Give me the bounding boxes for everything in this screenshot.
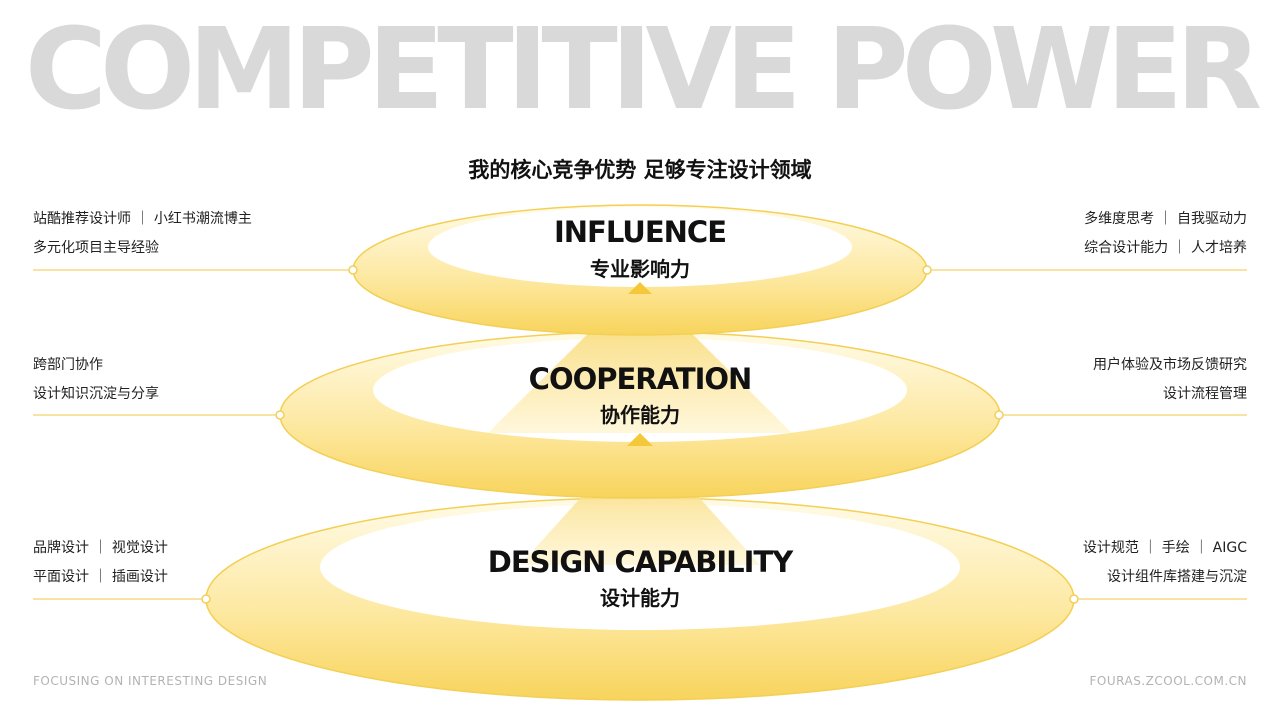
note-line: 综合设计能力 ｜ 人才培养 bbox=[1084, 240, 1247, 256]
note-line: 设计规范 ｜ 手绘 ｜ AIGC bbox=[1082, 540, 1247, 556]
level-subtitle-cooperation: 协作能力 bbox=[600, 403, 680, 427]
cooperation-right-notes: 用户体验及市场反馈研究 设计流程管理 bbox=[1093, 351, 1247, 409]
note-line: 平面设计 ｜ 插画设计 bbox=[33, 569, 168, 585]
connector-dot bbox=[1069, 594, 1079, 604]
level-title-influence: INFLUENCE bbox=[553, 215, 727, 249]
design-capability-left-notes: 品牌设计 ｜ 视觉设计 平面设计 ｜ 插画设计 bbox=[33, 534, 168, 592]
connector-dot bbox=[348, 265, 358, 275]
connector-dot bbox=[994, 410, 1004, 420]
note-line: 设计流程管理 bbox=[1163, 386, 1247, 402]
pyramid-segment-2 bbox=[488, 282, 792, 433]
note-line: 跨部门协作 bbox=[33, 357, 103, 373]
note-line: 设计知识沉淀与分享 bbox=[33, 386, 159, 402]
level-subtitle-design-capability: 设计能力 bbox=[600, 586, 680, 610]
ring-influence-inner bbox=[428, 207, 852, 287]
connector-dot bbox=[922, 265, 932, 275]
note-line: 多元化项目主导经验 bbox=[33, 240, 159, 256]
design-capability-right-notes: 设计规范 ｜ 手绘 ｜ AIGC 设计组件库搭建与沉淀 bbox=[1083, 534, 1247, 592]
note-line: 站酷推荐设计师 ｜ 小红书潮流博主 bbox=[33, 211, 252, 227]
connector-dot bbox=[275, 410, 285, 420]
note-line: 设计组件库搭建与沉淀 bbox=[1107, 569, 1247, 585]
level-title-design-capability: DESIGN CAPABILITY bbox=[487, 545, 793, 579]
influence-left-notes: 站酷推荐设计师 ｜ 小红书潮流博主 多元化项目主导经验 bbox=[33, 205, 252, 263]
footer-tagline: FOCUSING ON INTERESTING DESIGN bbox=[33, 674, 268, 688]
page-subtitle: 我的核心竞争优势 足够专注设计领域 bbox=[468, 158, 812, 182]
note-line: 用户体验及市场反馈研究 bbox=[1093, 357, 1247, 373]
background-title: COMPETITIVE POWER bbox=[24, 5, 1262, 135]
level-title-cooperation: COOPERATION bbox=[528, 362, 753, 396]
influence-right-notes: 多维度思考 ｜ 自我驱动力 综合设计能力 ｜ 人才培养 bbox=[1084, 205, 1247, 263]
connector-dot bbox=[201, 594, 211, 604]
note-line: 多维度思考 ｜ 自我驱动力 bbox=[1084, 211, 1247, 227]
pyramid-tip-2 bbox=[627, 433, 653, 446]
note-line: 品牌设计 ｜ 视觉设计 bbox=[33, 540, 168, 556]
ring-design-capability-inner bbox=[320, 504, 960, 630]
pyramid-tip bbox=[628, 282, 652, 294]
cooperation-left-notes: 跨部门协作 设计知识沉淀与分享 bbox=[33, 351, 159, 409]
footer-url: FOURAS.ZCOOL.COM.CN bbox=[1089, 674, 1247, 688]
level-subtitle-influence: 专业影响力 bbox=[590, 257, 690, 281]
